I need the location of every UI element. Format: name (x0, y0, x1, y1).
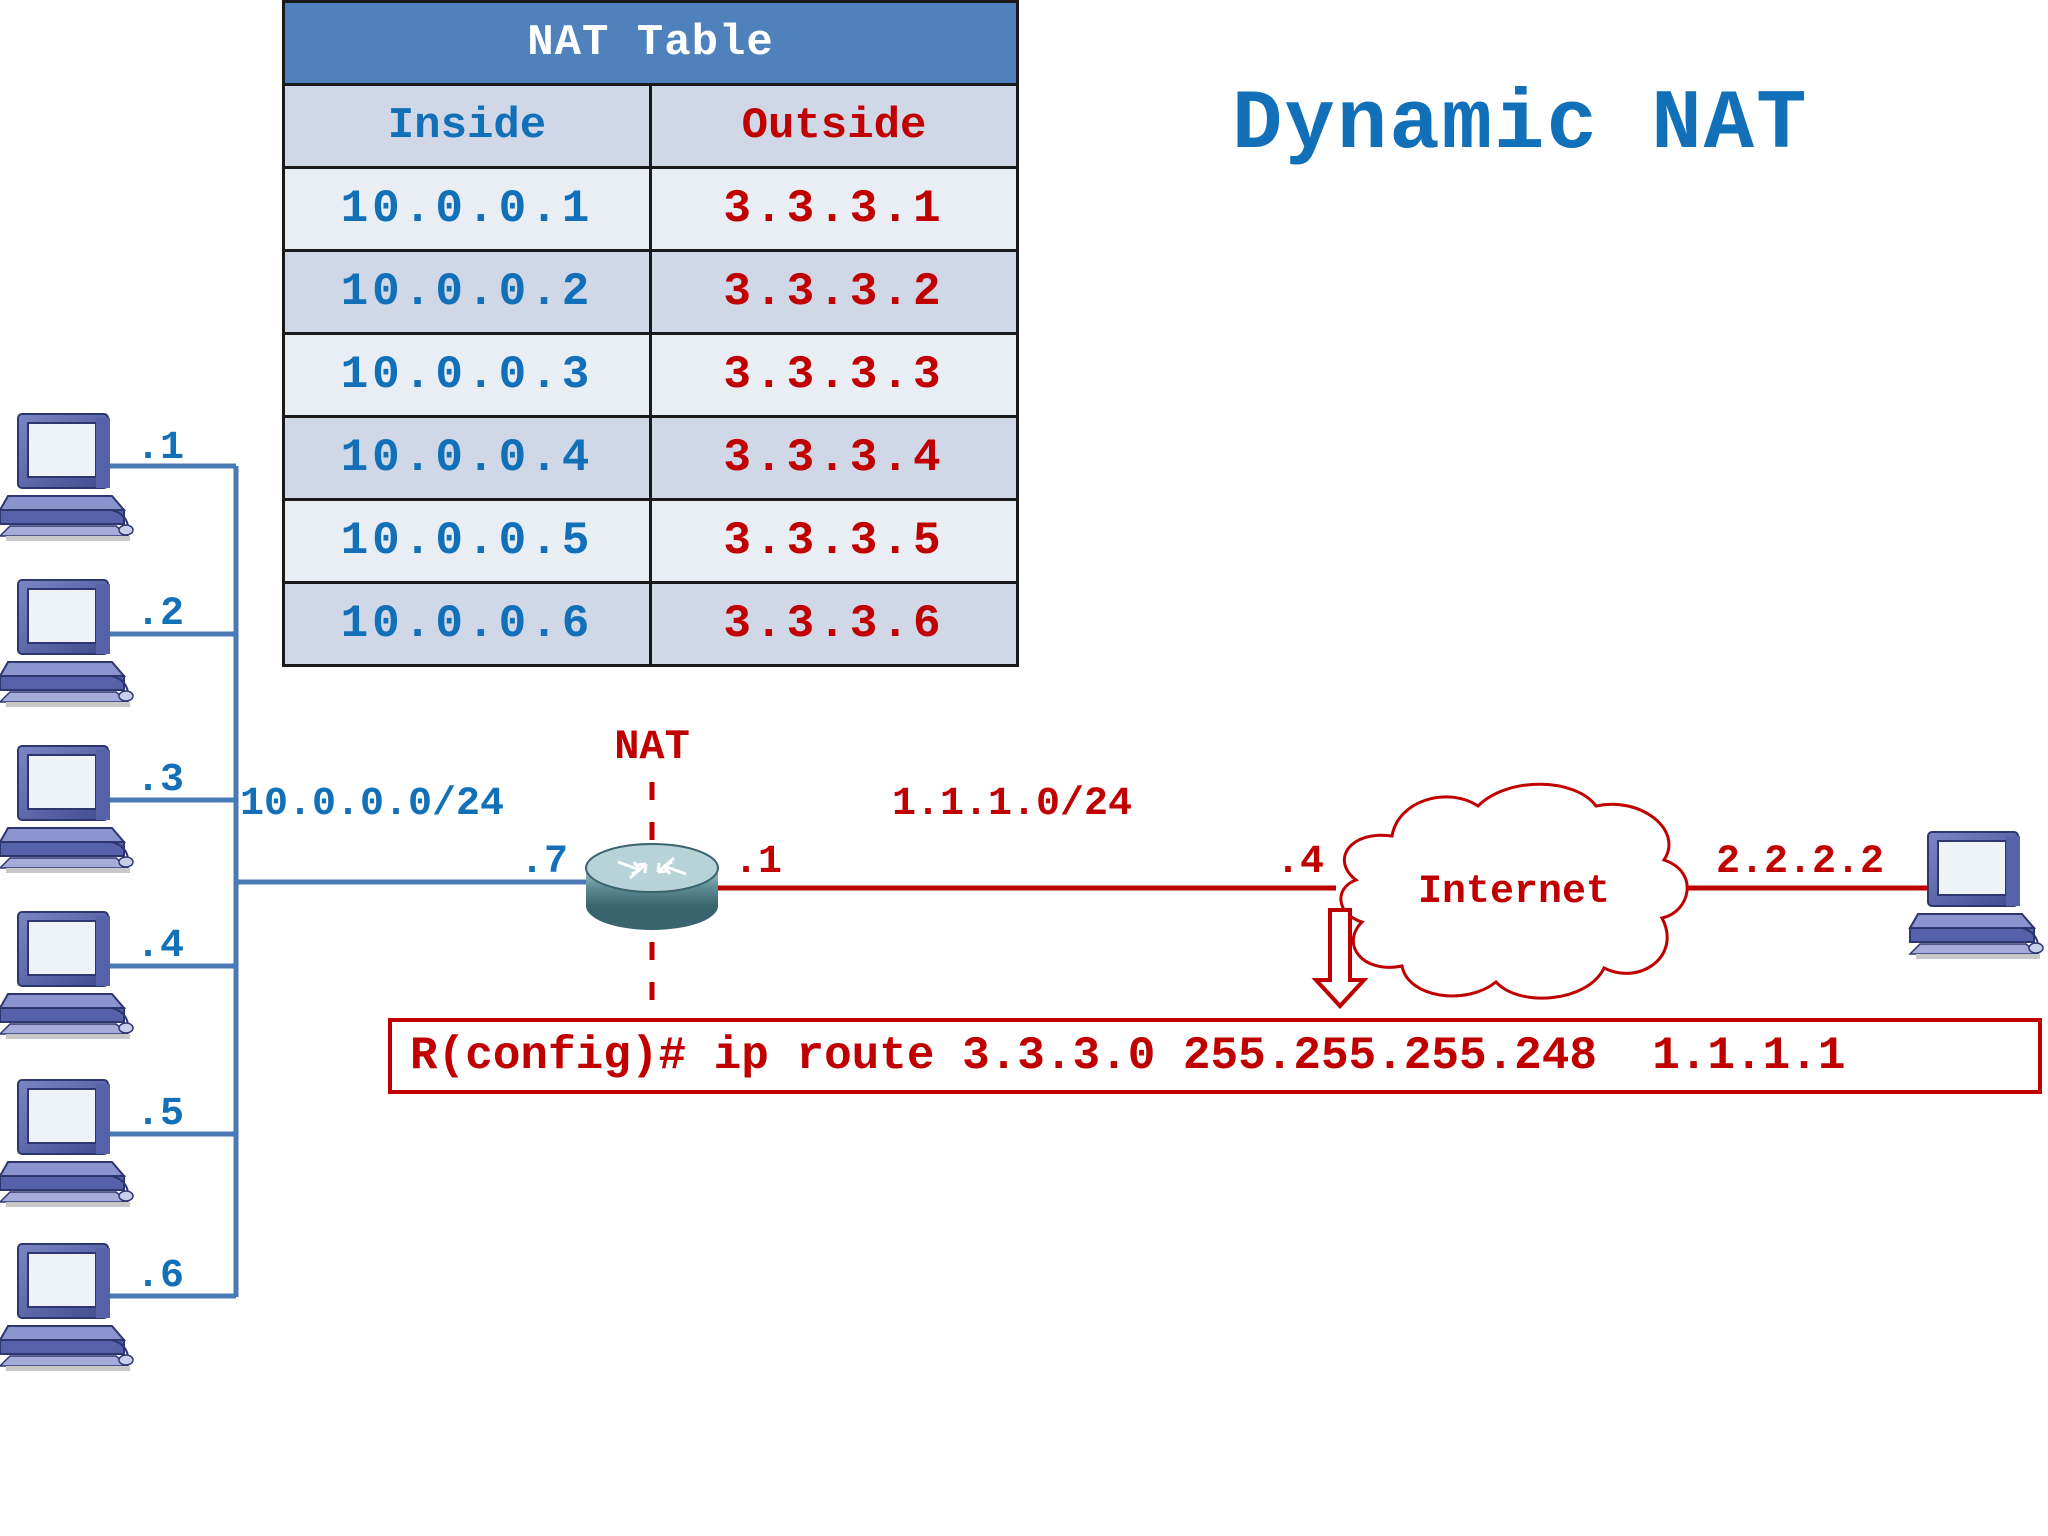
host-pc-6 (0, 1243, 134, 1372)
table-row: 10.0.0.6 3.3.3.6 (282, 581, 1020, 667)
host-label-1: .1 (136, 426, 184, 471)
inside-address: 10.0.0.3 (282, 332, 652, 418)
lan-links (110, 463, 586, 1299)
outside-network-label: 1.1.1.0/24 (892, 782, 1132, 827)
internet-label: Internet (1418, 870, 1610, 915)
host-label-6: .6 (136, 1254, 184, 1299)
inside-address: 10.0.0.4 (282, 415, 652, 501)
nat-table-header-inside: Inside (282, 83, 652, 169)
inside-address: 10.0.0.5 (282, 498, 652, 584)
remote-host-label: 2.2.2.2 (1716, 840, 1884, 885)
table-row: 10.0.0.1 3.3.3.1 (282, 166, 1020, 252)
isp-if-label: .4 (1276, 840, 1324, 885)
router-inside-if-label: .7 (520, 840, 568, 885)
outside-address: 3.3.3.2 (648, 249, 1020, 335)
outside-address: 3.3.3.1 (648, 166, 1020, 252)
table-row: 10.0.0.4 3.3.3.4 (282, 415, 1020, 501)
outside-address: 3.3.3.5 (648, 498, 1020, 584)
internet-cloud-icon (1339, 782, 1689, 1000)
inside-address: 10.0.0.6 (282, 581, 652, 667)
nat-table: NAT Table Inside Outside 10.0.0.1 3.3.3.… (281, 0, 1020, 667)
inside-network-label: 10.0.0.0/24 (240, 782, 504, 827)
host-pc-2 (0, 579, 134, 708)
table-row: 10.0.0.2 3.3.3.2 (282, 249, 1020, 335)
table-row: 10.0.0.3 3.3.3.3 (282, 332, 1020, 418)
host-label-4: .4 (136, 924, 184, 969)
outside-address: 3.3.3.6 (648, 581, 1020, 667)
host-pc-1 (0, 413, 134, 542)
router-outside-if-label: .1 (734, 840, 782, 885)
router-icon (585, 843, 719, 930)
outside-address: 3.3.3.4 (648, 415, 1020, 501)
host-label-5: .5 (136, 1092, 184, 1137)
host-label-3: .3 (136, 758, 184, 803)
down-arrow-icon (1311, 908, 1369, 1009)
inside-address: 10.0.0.1 (282, 166, 652, 252)
host-pc-3 (0, 745, 134, 874)
nat-label: NAT (614, 723, 690, 771)
nat-table-header-outside: Outside (648, 83, 1020, 169)
nat-table-title: NAT Table (281, 0, 1020, 86)
host-pc-5 (0, 1079, 134, 1208)
host-pc-4 (0, 911, 134, 1040)
page-title: Dynamic NAT (1232, 78, 1809, 173)
remote-pc (1909, 831, 2044, 960)
host-label-2: .2 (136, 592, 184, 637)
outside-address: 3.3.3.3 (648, 332, 1020, 418)
inside-address: 10.0.0.2 (282, 249, 652, 335)
config-command-box: R(config)# ip route 3.3.3.0 255.255.255.… (388, 1018, 2042, 1094)
table-row: 10.0.0.5 3.3.3.5 (282, 498, 1020, 584)
